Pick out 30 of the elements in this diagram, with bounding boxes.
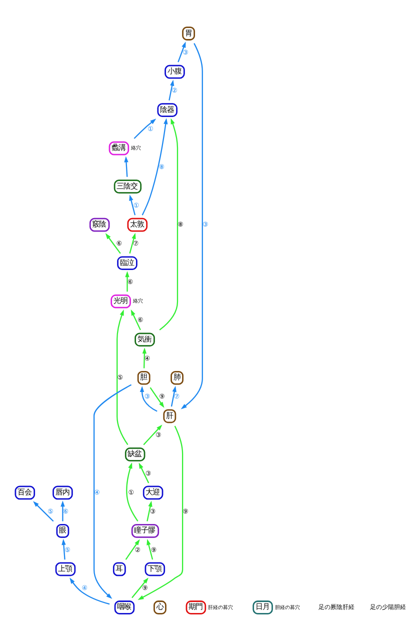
arrow xyxy=(129,232,136,254)
arrow xyxy=(130,309,141,330)
arrow xyxy=(125,538,140,560)
arrow xyxy=(132,577,148,598)
arrow xyxy=(142,118,168,215)
arrow xyxy=(124,156,128,176)
arrow xyxy=(93,384,132,598)
arrow xyxy=(129,194,136,215)
arrow xyxy=(143,424,162,445)
arrow xyxy=(178,41,186,62)
arrow xyxy=(146,538,154,560)
arrow xyxy=(70,577,110,604)
arrow xyxy=(142,347,147,368)
arrow xyxy=(140,385,158,412)
arrow xyxy=(60,500,65,521)
arrow xyxy=(105,232,121,254)
arrow xyxy=(180,42,203,409)
arrow xyxy=(126,462,138,522)
arrow xyxy=(146,500,152,521)
arrow xyxy=(33,500,54,522)
arrow xyxy=(125,270,130,292)
arrow xyxy=(138,462,150,483)
arrow xyxy=(134,118,156,138)
arrow xyxy=(138,425,184,600)
arrow xyxy=(159,118,178,330)
arrow xyxy=(62,538,66,560)
arrow xyxy=(116,309,128,445)
arrow xyxy=(150,386,164,408)
arrow xyxy=(170,385,176,406)
arrow xyxy=(168,79,174,100)
